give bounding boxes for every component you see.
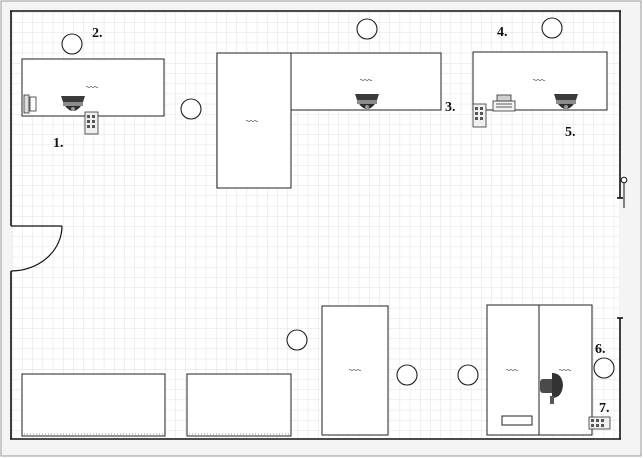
callout-label-3: 3. (445, 100, 456, 115)
wall-switch-icon[interactable] (620, 176, 628, 208)
keypad-icon[interactable] (588, 416, 611, 430)
table-bottom-middle (186, 373, 292, 437)
callout-label-2: 2. (92, 26, 103, 41)
tray-icon (501, 415, 533, 426)
round-stool-icon (396, 364, 418, 386)
keypad-icon[interactable] (84, 111, 99, 135)
keypad-icon[interactable] (472, 103, 487, 128)
callout-label-4: 4. (497, 25, 508, 40)
round-stool-icon (593, 357, 615, 379)
door-swing-icon[interactable] (10, 225, 63, 272)
office-chair-icon (540, 373, 563, 404)
round-stool-icon (180, 98, 202, 120)
telephone-icon[interactable] (492, 94, 516, 112)
dome-camera-icon[interactable] (61, 96, 85, 111)
round-stool-icon (457, 364, 479, 386)
dome-camera-icon[interactable] (554, 94, 578, 109)
round-stool-icons (61, 17, 615, 386)
round-stool-icon (356, 18, 378, 40)
callout-label-1: 1. (53, 136, 64, 151)
room-walls (10, 10, 623, 440)
callout-label-7: 7. (599, 401, 610, 416)
round-stool-icon (541, 17, 563, 39)
dome-camera-icon[interactable] (355, 94, 379, 109)
desk-bottom-right-a (486, 304, 540, 436)
round-stool-icon (286, 329, 308, 351)
desk-accessory-icon (23, 94, 37, 114)
desk-top-right (472, 51, 608, 111)
callout-label-6: 6. (595, 342, 606, 357)
desk-markers (85, 79, 572, 371)
table-bottom-left (21, 373, 166, 437)
callout-label-5: 5. (565, 125, 576, 140)
round-stool-icon (61, 33, 83, 55)
